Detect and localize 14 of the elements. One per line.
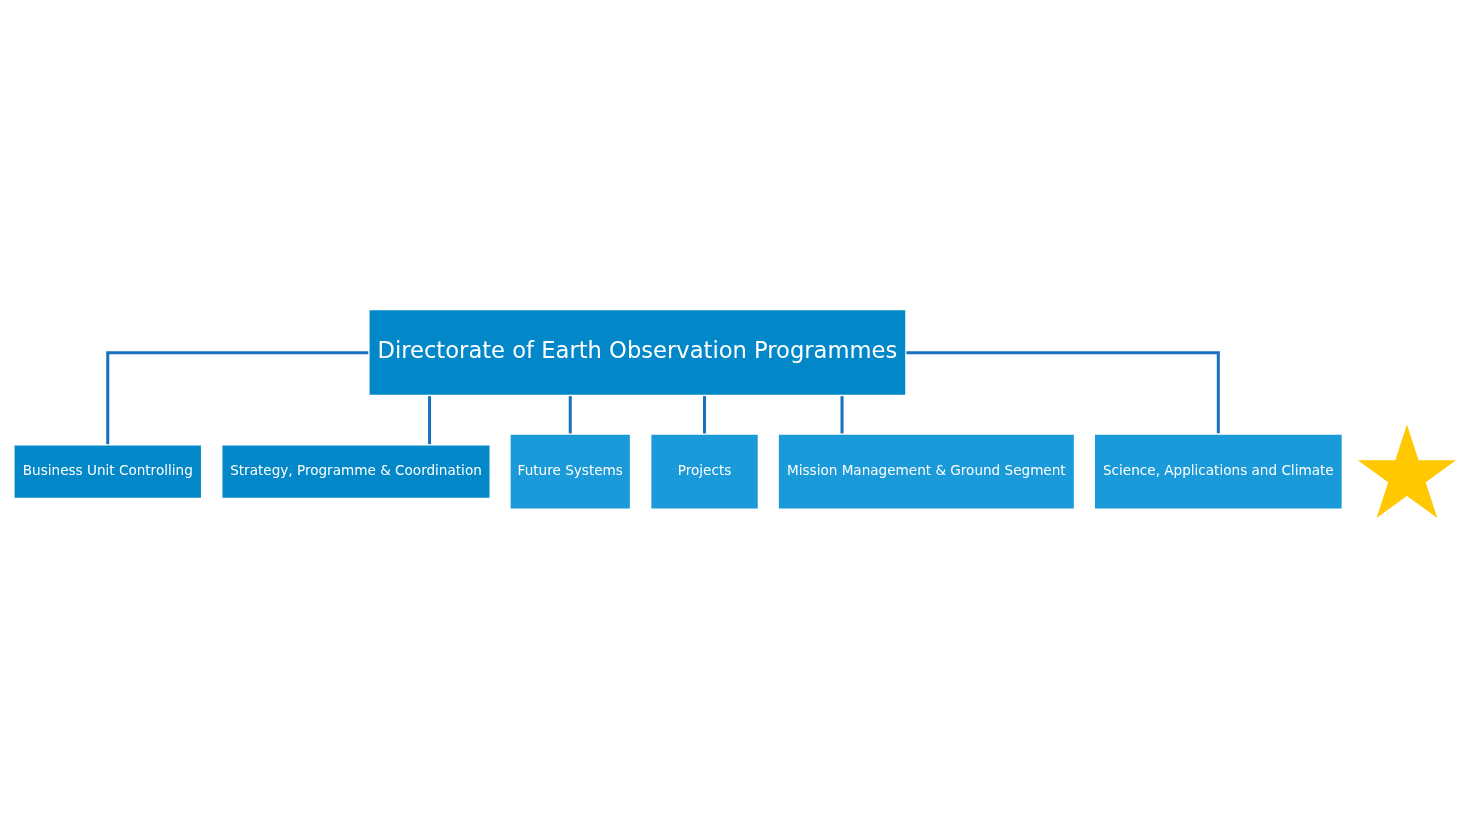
node-box: Future Systems [508, 432, 633, 511]
node-box: Science, Applications and Climate [1092, 432, 1344, 511]
connector [568, 396, 572, 434]
node-box: Mission Management & Ground Segment [776, 432, 1077, 511]
connector [703, 396, 707, 434]
node-box: Projects [649, 432, 760, 511]
connector [428, 396, 432, 445]
connector [906, 351, 1220, 434]
node-box: Business Unit Controlling [12, 443, 204, 500]
node-star [1357, 424, 1456, 518]
node-box: Directorate of Earth Observation Programmes [367, 307, 908, 397]
connector [106, 351, 369, 445]
node-box: Strategy, Programme & Coordination [220, 443, 492, 500]
connector [840, 396, 844, 434]
